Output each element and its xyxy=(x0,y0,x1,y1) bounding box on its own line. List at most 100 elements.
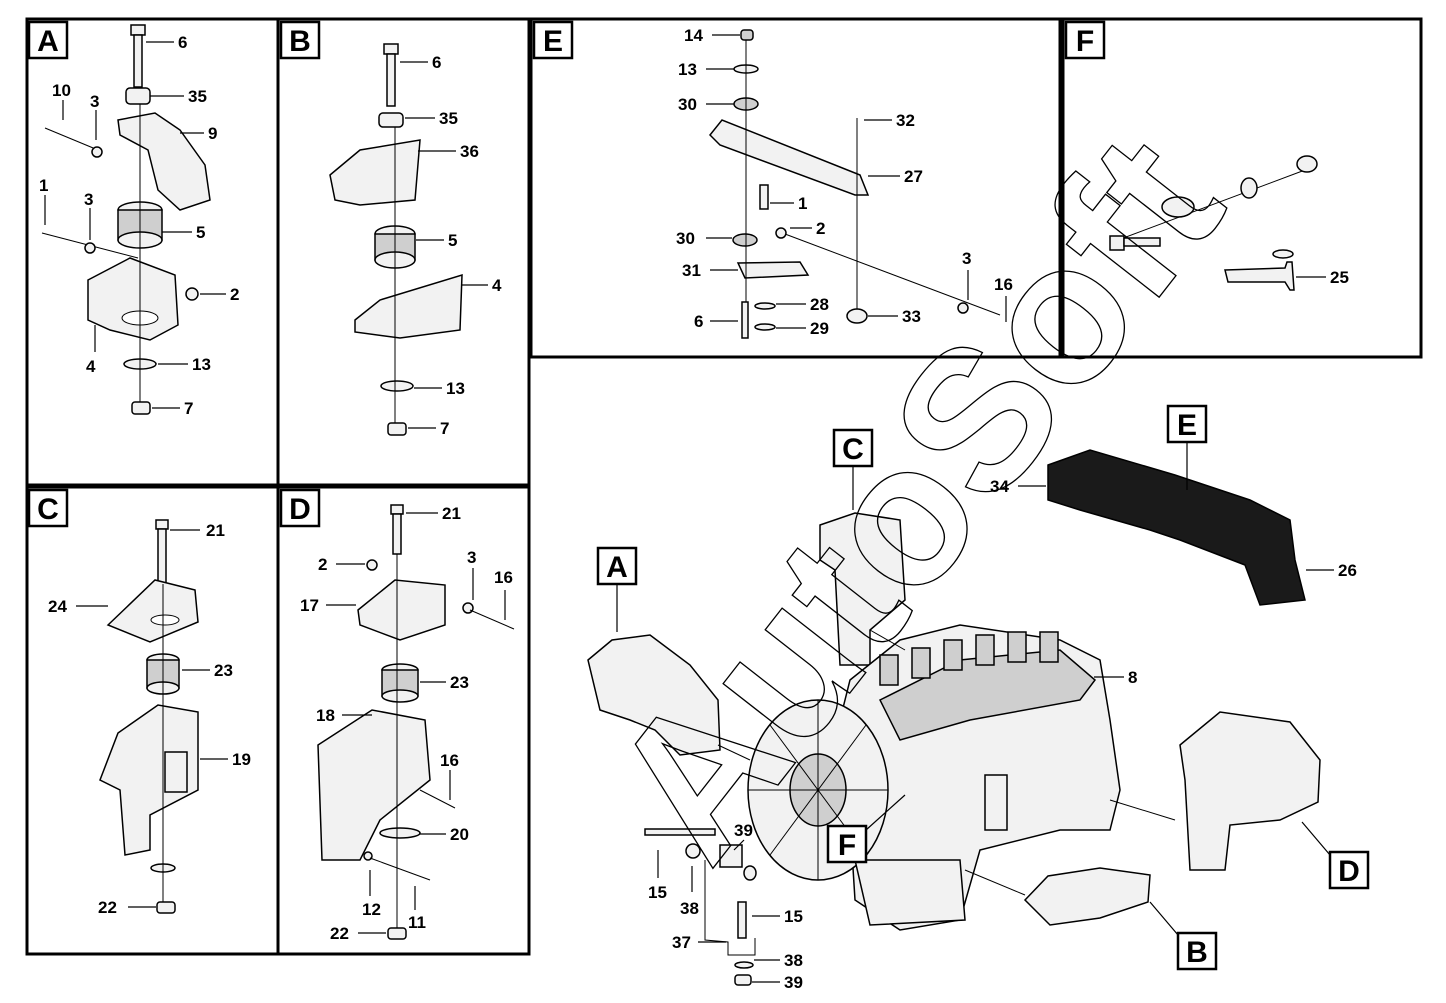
callout-label: 20 xyxy=(450,825,469,844)
main-pointer-B-text: B xyxy=(1186,936,1208,969)
callout-label: 10 xyxy=(52,81,71,100)
callout-label: 18 xyxy=(316,706,335,725)
panel-B-letter: B xyxy=(279,20,321,60)
panel-C-letter-text: C xyxy=(37,493,59,526)
callout-label: 39 xyxy=(734,821,753,840)
callout-label: 13 xyxy=(192,355,211,374)
panel-D-callouts: 21 2 3 16 17 23 18 16 20 12 11 22 xyxy=(300,504,513,943)
main-pointer-E-text: E xyxy=(1177,409,1197,442)
panel-A-parts xyxy=(41,24,211,415)
callout-label: 9 xyxy=(208,124,217,143)
callout-label: 4 xyxy=(86,357,96,376)
panel-B-parts xyxy=(329,43,463,436)
main-pointer-C-text: C xyxy=(842,433,864,466)
panel-A-letter: A xyxy=(27,20,69,60)
callout-label: 39 xyxy=(784,973,803,992)
callout-label: 30 xyxy=(676,229,695,248)
panel-C-callouts: 21 24 23 19 22 xyxy=(48,521,251,917)
callout-label: 28 xyxy=(810,295,829,314)
callout-label: 14 xyxy=(684,26,703,45)
panel-E-parts xyxy=(708,29,1001,339)
callout-label: 36 xyxy=(460,142,479,161)
panel-E-letter: E xyxy=(532,20,574,60)
callout-label: 19 xyxy=(232,750,251,769)
main-pointer-C: C xyxy=(832,428,874,510)
callout-label: 26 xyxy=(1338,561,1357,580)
callout-label: 27 xyxy=(904,167,923,186)
callout-label: 17 xyxy=(300,596,319,615)
panel-F-letter: F xyxy=(1064,20,1106,60)
panel-D-letter: D xyxy=(279,488,321,528)
callout-label: 21 xyxy=(442,504,461,523)
callout-label: 37 xyxy=(672,933,691,952)
callout-label: 6 xyxy=(432,53,441,72)
panel-B-letter-text: B xyxy=(289,25,311,58)
callout-label: 12 xyxy=(362,900,381,919)
callout-label: 3 xyxy=(962,249,971,268)
main-pointer-F: F xyxy=(826,794,906,864)
callout-label: 23 xyxy=(450,673,469,692)
panel-B-callouts: 6 35 36 5 4 13 7 xyxy=(400,53,502,438)
callout-label: 15 xyxy=(648,883,667,902)
callout-label: 6 xyxy=(178,33,187,52)
callout-label: 8 xyxy=(1128,668,1137,687)
panel-F-frame xyxy=(1061,17,1423,359)
callout-label: 2 xyxy=(230,285,239,304)
callout-label: 3 xyxy=(467,548,476,567)
panel-F-parts xyxy=(1109,155,1318,291)
panel-E-callouts: 14 13 30 32 27 1 2 30 31 3 16 28 6 29 33 xyxy=(676,26,1013,338)
callout-label: 21 xyxy=(206,521,225,540)
callout-label: 25 xyxy=(1330,268,1349,287)
main-assembly-parts xyxy=(587,449,1321,986)
main-view-callouts: 34 26 8 39 15 38 15 37 38 39 xyxy=(648,477,1357,992)
panel-D-letter-text: D xyxy=(289,493,311,526)
panel-C-letter: C xyxy=(27,488,69,528)
main-pointer-D-text: D xyxy=(1338,855,1360,888)
panel-A-callouts: 6 35 10 3 9 1 3 5 2 4 13 7 xyxy=(39,33,239,418)
callout-label: 3 xyxy=(90,92,99,111)
callout-label: 13 xyxy=(446,379,465,398)
panel-C-parts xyxy=(99,519,199,914)
callout-label: 13 xyxy=(678,60,697,79)
callout-label: 1 xyxy=(798,194,807,213)
panel-A-letter-text: A xyxy=(37,25,59,58)
panel-D-parts xyxy=(317,504,515,940)
main-pointer-A: A xyxy=(596,546,638,632)
panel-F-callouts: 25 xyxy=(1296,268,1349,287)
callout-label: 2 xyxy=(318,555,327,574)
panel-E-frame xyxy=(529,17,1062,359)
callout-label: 15 xyxy=(784,907,803,926)
callout-label: 23 xyxy=(214,661,233,680)
callout-label: 5 xyxy=(448,231,457,250)
panel-B-frame xyxy=(276,17,531,487)
callout-label: 33 xyxy=(902,307,921,326)
callout-label: 38 xyxy=(680,899,699,918)
callout-label: 16 xyxy=(440,751,459,770)
callout-label: 30 xyxy=(678,95,697,114)
callout-label: 16 xyxy=(494,568,513,587)
main-pointer-D: D xyxy=(1301,821,1370,890)
panel-D-frame xyxy=(276,485,531,956)
callout-label: 22 xyxy=(330,924,349,943)
callout-label: 6 xyxy=(694,312,703,331)
callout-label: 1 xyxy=(39,176,48,195)
callout-label: 31 xyxy=(682,261,701,280)
main-pointer-B: B xyxy=(1149,901,1218,971)
callout-label: 34 xyxy=(990,477,1009,496)
main-pointer-A-text: A xyxy=(606,551,628,584)
main-pointer-F-text: F xyxy=(838,829,856,862)
callout-label: 7 xyxy=(440,419,449,438)
main-pointer-E: E xyxy=(1166,404,1208,490)
callout-label: 11 xyxy=(408,913,426,932)
callout-label: 4 xyxy=(492,276,502,295)
callout-label: 38 xyxy=(784,951,803,970)
callout-label: 3 xyxy=(84,190,93,209)
callout-label: 16 xyxy=(994,275,1013,294)
panel-E-letter-text: E xyxy=(543,25,563,58)
callout-label: 32 xyxy=(896,111,915,130)
callout-label: 35 xyxy=(188,87,207,106)
callout-label: 7 xyxy=(184,399,193,418)
callout-label: 2 xyxy=(816,219,825,238)
callout-label: 24 xyxy=(48,597,67,616)
